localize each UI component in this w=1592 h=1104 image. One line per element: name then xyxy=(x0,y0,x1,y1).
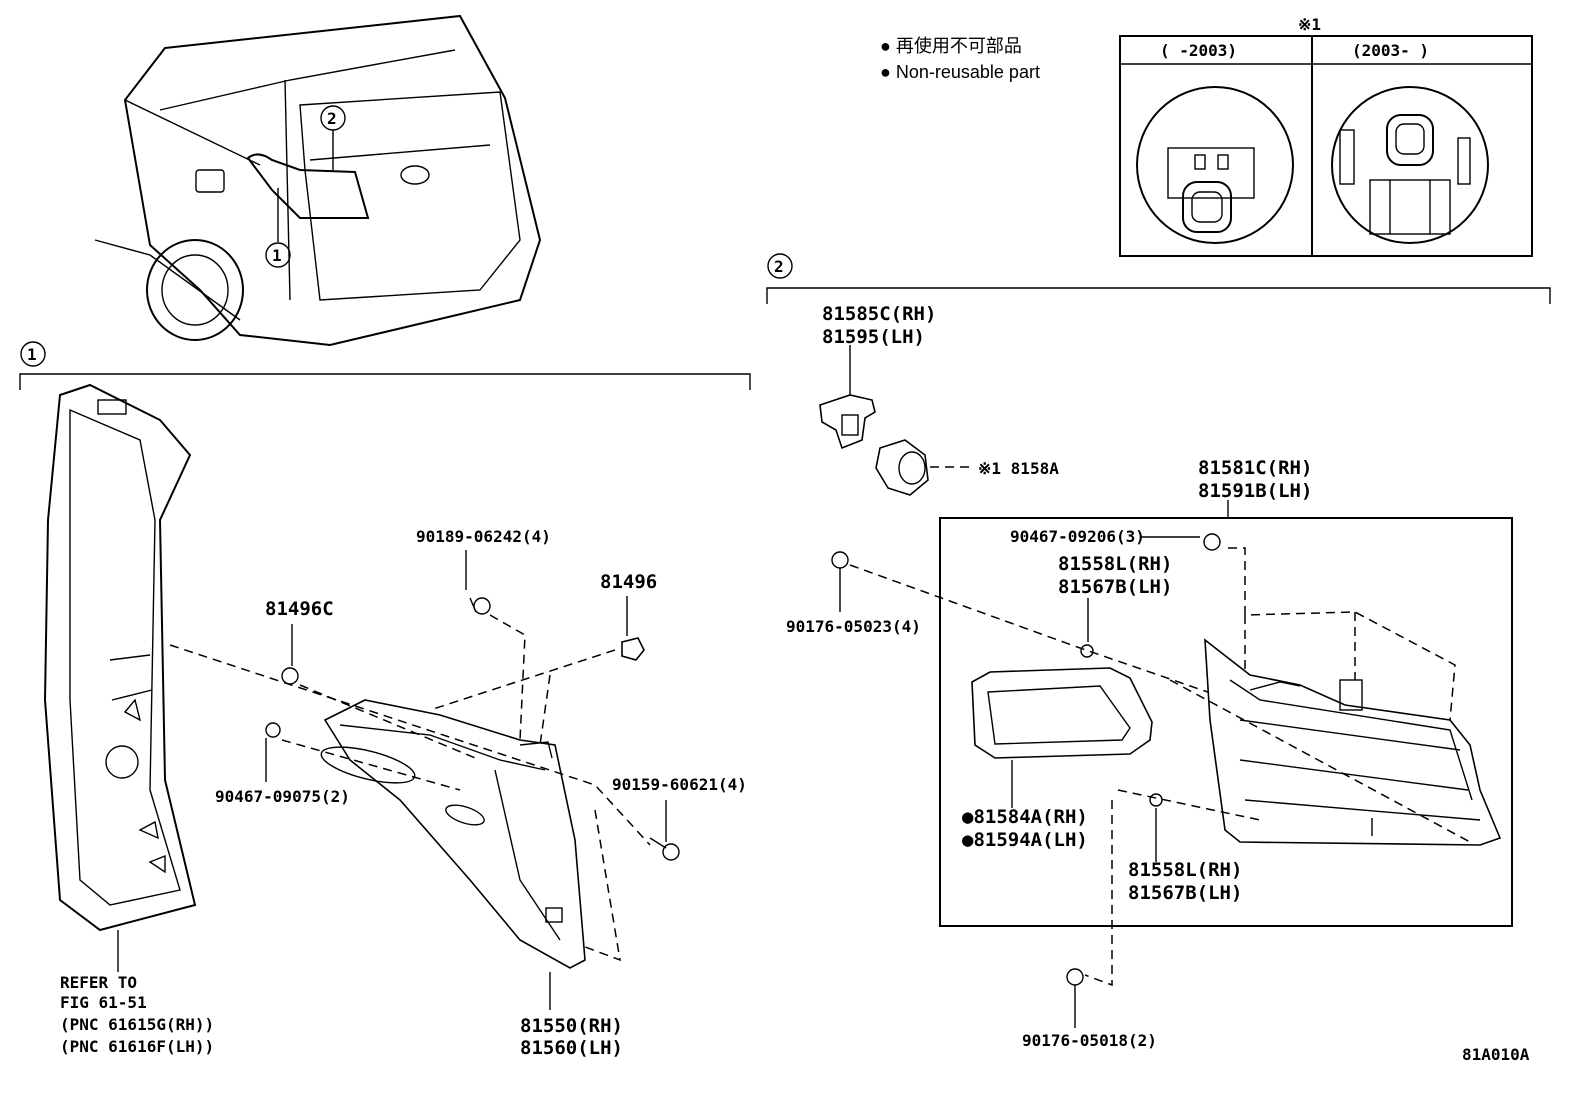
label-81496c: 81496C xyxy=(265,598,334,620)
label-81594a: ●81594A(LH) xyxy=(962,829,1088,851)
overview-callout-1: 1 xyxy=(272,246,282,265)
clip-81496-icon xyxy=(621,637,645,661)
nut-90467-09075-icon xyxy=(265,722,281,738)
label-81585c: 81585C(RH) xyxy=(822,303,936,325)
label-81560: 81560(LH) xyxy=(520,1037,623,1059)
label-81558l-upper: 81558L(RH) xyxy=(1058,553,1172,575)
label-90189-06242: 90189-06242(4) xyxy=(416,527,551,546)
rear-lamp-assy xyxy=(323,699,586,969)
label-8158a: ※1 8158A xyxy=(978,459,1059,478)
label-81591b: 81591B(LH) xyxy=(1198,480,1312,502)
vehicle-overview: 2 1 xyxy=(94,14,542,347)
legend: ● 再使用不可部品 ● Non-reusable part xyxy=(880,36,1040,82)
label-81558l-lower: 81558L(RH) xyxy=(1128,859,1242,881)
label-90467-09206: 90467-09206(3) xyxy=(1010,527,1145,546)
nut-81496c-icon xyxy=(281,667,299,685)
refer-line-3: (PNC 61615G(RH)) xyxy=(60,1015,214,1034)
refer-line-4: (PNC 61616F(LH)) xyxy=(60,1037,214,1056)
overview-callout-2: 2 xyxy=(327,109,337,128)
label-90159-60621: 90159-60621(4) xyxy=(612,775,747,794)
figure-code: 81A010A xyxy=(1462,1045,1530,1064)
label-81595: 81595(LH) xyxy=(822,326,925,348)
label-90467-09075: 90467-09075(2) xyxy=(215,787,350,806)
screw-90467-09206-icon xyxy=(1203,533,1221,551)
screw-90176-05023-icon xyxy=(831,551,849,569)
section-1: 1 xyxy=(19,341,751,1059)
label-81550: 81550(RH) xyxy=(520,1015,623,1037)
refer-line-1: REFER TO xyxy=(60,973,137,992)
legend-jp: ● 再使用不可部品 xyxy=(880,36,1022,56)
inner-lamp-81581c xyxy=(1204,638,1502,846)
section-2-number: 2 xyxy=(774,257,784,276)
inset-mark: ※1 xyxy=(1298,15,1321,34)
inset-col1: ( -2003) xyxy=(1160,41,1237,60)
label-81581c: 81581C(RH) xyxy=(1198,457,1312,479)
refer-line-2: FIG 61-51 xyxy=(60,993,147,1012)
label-90176-05018: 90176-05018(2) xyxy=(1022,1031,1157,1050)
legend-en: ● Non-reusable part xyxy=(880,62,1040,82)
inset-variants: ※1 ( -2003) (2003- ) xyxy=(1119,15,1533,257)
label-81496: 81496 xyxy=(600,571,657,593)
inset-col2: (2003- ) xyxy=(1352,41,1429,60)
lamp-assy-box xyxy=(939,517,1513,927)
bulb-8158a-icon xyxy=(875,439,929,496)
screw-90159-icon xyxy=(662,843,680,861)
quarter-panel xyxy=(43,383,197,932)
label-81567b-upper: 81567B(LH) xyxy=(1058,576,1172,598)
label-90176-05023: 90176-05023(4) xyxy=(786,617,921,636)
screw-90176-05018-icon xyxy=(1066,968,1084,986)
section-1-number: 1 xyxy=(27,345,37,364)
clip-81558l-upper-icon xyxy=(1080,644,1094,658)
label-81567b-lower: 81567B(LH) xyxy=(1128,882,1242,904)
section-2: 2 81585C(RH) 81595(LH) ※1 8158A 81581C(R… xyxy=(766,253,1551,1064)
label-81584a: ●81584A(RH) xyxy=(962,806,1088,828)
clip-81558l-lower-icon xyxy=(1149,793,1163,807)
socket-81585c-icon xyxy=(819,394,876,450)
